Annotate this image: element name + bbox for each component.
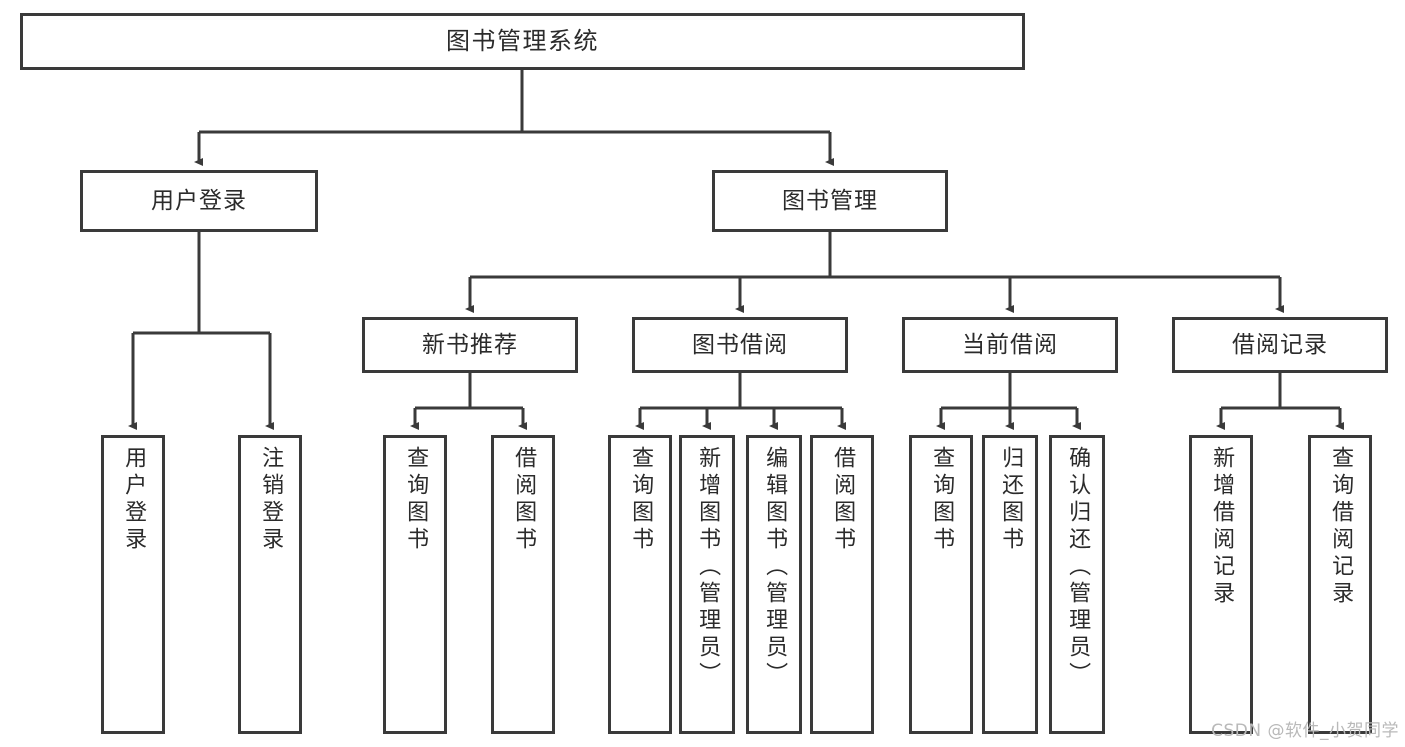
node-user-login[interactable]: 用户登录 (80, 170, 318, 232)
node-label: 新增图书（管理员） (695, 446, 721, 689)
leaf-logout-login[interactable]: 注销登录 (238, 435, 302, 734)
node-label: 确认归还（管理员） (1065, 446, 1091, 689)
node-new-book-recommend[interactable]: 新书推荐 (362, 317, 578, 373)
node-label: 借阅图书 (830, 446, 856, 554)
node-label: 查询图书 (628, 446, 654, 554)
node-label: 借阅图书 (511, 446, 537, 554)
node-label: 查询借阅记录 (1328, 446, 1354, 608)
leaf-edit-book[interactable]: 编辑图书（管理员） (746, 435, 802, 734)
leaf-borrow-book-2[interactable]: 借阅图书 (810, 435, 874, 734)
leaf-query-record[interactable]: 查询借阅记录 (1308, 435, 1372, 734)
node-label: 编辑图书（管理员） (762, 446, 788, 689)
node-book-management[interactable]: 图书管理 (712, 170, 948, 232)
leaf-return-book[interactable]: 归还图书 (982, 435, 1038, 734)
node-label: 新书推荐 (422, 331, 518, 358)
node-label: 归还图书 (998, 446, 1024, 554)
leaf-borrow-book-1[interactable]: 借阅图书 (491, 435, 555, 734)
node-label: 当前借阅 (962, 331, 1058, 358)
leaf-user-login[interactable]: 用户登录 (101, 435, 165, 734)
leaf-confirm-return[interactable]: 确认归还（管理员） (1049, 435, 1105, 734)
node-label: 用户登录 (151, 187, 247, 214)
node-current-borrow[interactable]: 当前借阅 (902, 317, 1118, 373)
leaf-query-book-3[interactable]: 查询图书 (909, 435, 973, 734)
node-label: 用户登录 (121, 446, 147, 554)
node-label: 查询图书 (929, 446, 955, 554)
node-book-borrow[interactable]: 图书借阅 (632, 317, 848, 373)
node-label: 借阅记录 (1232, 331, 1328, 358)
node-label: 图书管理系统 (446, 26, 599, 55)
node-label: 图书借阅 (692, 331, 788, 358)
node-label: 查询图书 (403, 446, 429, 554)
leaf-query-book-2[interactable]: 查询图书 (608, 435, 672, 734)
leaf-query-book-1[interactable]: 查询图书 (383, 435, 447, 734)
leaf-add-record[interactable]: 新增借阅记录 (1189, 435, 1253, 734)
node-label: 新增借阅记录 (1209, 446, 1235, 608)
csdn-watermark: CSDN @软件_小贺同学 (1211, 721, 1399, 741)
node-label: 图书管理 (782, 187, 878, 214)
node-borrow-records[interactable]: 借阅记录 (1172, 317, 1388, 373)
node-label: 注销登录 (258, 446, 284, 554)
leaf-add-book[interactable]: 新增图书（管理员） (679, 435, 735, 734)
node-root-system[interactable]: 图书管理系统 (20, 13, 1025, 70)
